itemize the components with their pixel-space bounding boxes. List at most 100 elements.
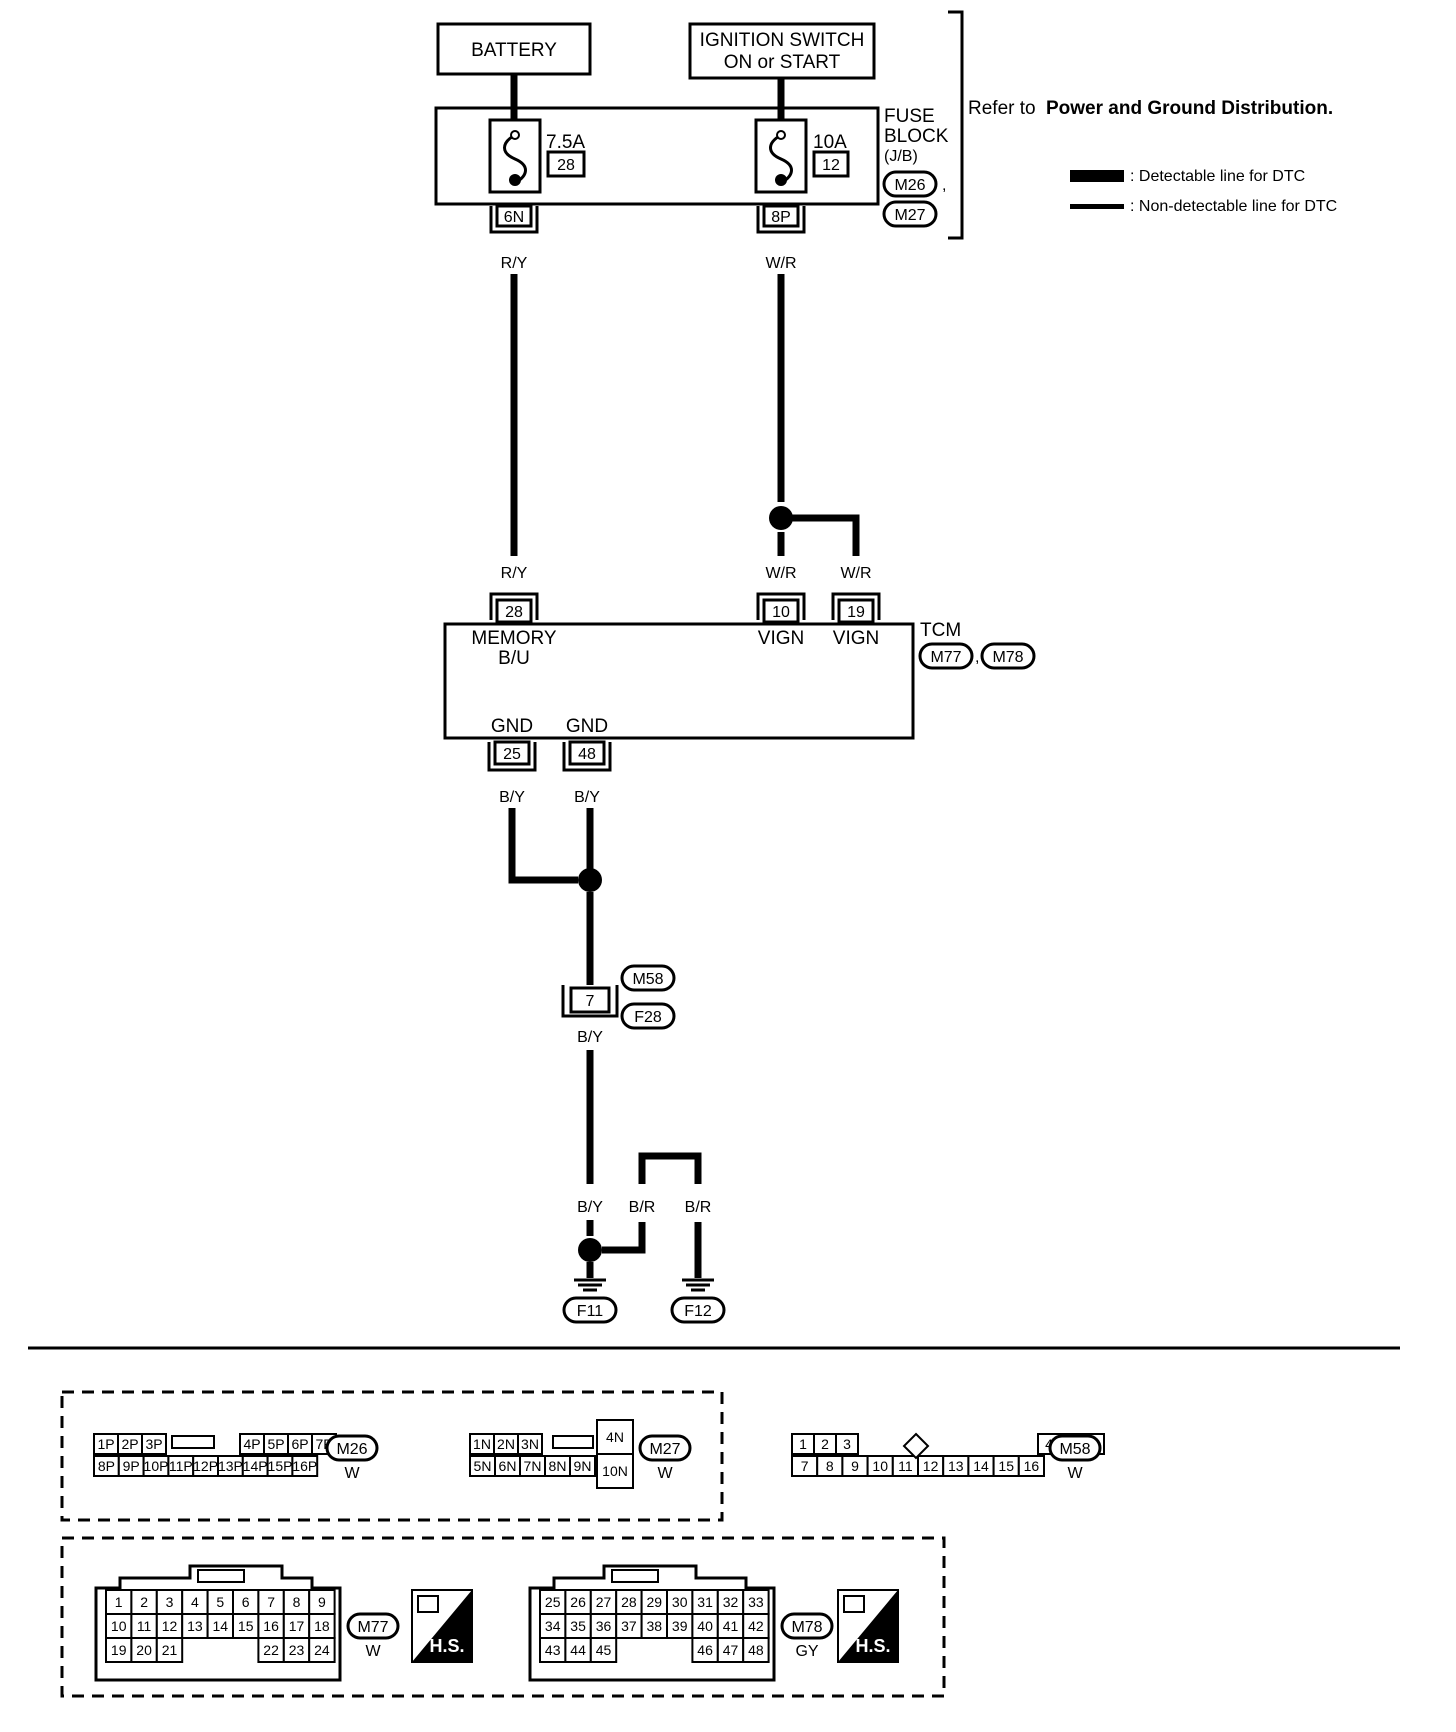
terminal-6n-label: 6N <box>504 209 524 226</box>
m78-pin-34: 34 <box>545 1618 561 1634</box>
tcm-conn-comma: , <box>975 649 979 666</box>
m27-pin-9n: 9N <box>574 1458 592 1474</box>
m77-pin-7: 7 <box>267 1594 275 1610</box>
wire-ry-bottom: R/Y <box>501 565 528 582</box>
m26-pin-5p: 5P <box>267 1436 284 1452</box>
wire-ry-top: R/Y <box>501 255 528 272</box>
m78-pin-37: 37 <box>621 1618 637 1634</box>
legend-non-detectable: : Non-detectable line for DTC <box>1130 198 1337 215</box>
m77-pin-5-cell <box>206 1589 235 1615</box>
m26-pin-6p: 6P <box>291 1436 308 1452</box>
m77-pin-6: 6 <box>242 1594 250 1610</box>
m27-pin-7n: 7N <box>524 1458 542 1474</box>
m27-pin-5n: 5N <box>474 1458 492 1474</box>
m26-pin-15p: 15P <box>268 1458 293 1474</box>
tcm-vign-10: VIGN <box>758 628 804 649</box>
m58-pin-14: 14 <box>973 1458 989 1474</box>
m77-hs-icon: H.S. <box>411 1589 473 1663</box>
m58-pin-13: 13 <box>948 1458 964 1474</box>
m78-pin-48-cell <box>742 1637 770 1663</box>
ignition-label-line1: IGNITION SWITCH <box>700 30 865 51</box>
tcm-conn-m77: M77 <box>930 649 961 666</box>
joint-conn-m58: M58 <box>632 971 663 988</box>
tcm-memory-line1: MEMORY <box>471 628 556 649</box>
m78-pin-26: 26 <box>570 1594 586 1610</box>
m26-pin-8p: 8P <box>98 1458 115 1474</box>
tcm-label: TCM <box>920 620 961 641</box>
ground-f11-label: F11 <box>577 1303 603 1320</box>
m58-pin-15: 15 <box>998 1458 1014 1474</box>
wire-wr-top: W/R <box>765 255 796 272</box>
battery-box: BATTERY <box>436 22 592 76</box>
m58-pin-1: 1 <box>799 1436 807 1452</box>
m27-pin-4n: 4N <box>606 1429 624 1445</box>
wire-br-1: B/R <box>629 1199 656 1216</box>
m78-pin-47-cell <box>716 1637 745 1663</box>
m77-hs-label: H.S. <box>429 1636 464 1656</box>
m26-pin-13p: 13P <box>218 1458 243 1474</box>
m78-pin-42: 42 <box>748 1618 764 1634</box>
m78-pin-45-cell <box>589 1637 618 1663</box>
m27-pin-2n: 2N <box>497 1436 515 1452</box>
m26-id: M26 <box>336 1441 367 1458</box>
m58-pin-8: 8 <box>826 1458 834 1474</box>
wire-by-joint: B/Y <box>577 1029 603 1046</box>
m58-pin-3: 3 <box>843 1436 851 1452</box>
m77-pin-11: 11 <box>137 1618 152 1634</box>
m26-pin-14p: 14P <box>243 1458 268 1474</box>
splice-by <box>578 868 602 892</box>
tcm-pin-10: 10 <box>756 592 806 624</box>
m78-pin-43: 43 <box>545 1642 561 1658</box>
m26-pin-16p-cell <box>291 1455 319 1477</box>
m77-pin-14: 14 <box>213 1618 229 1634</box>
fuse-block-conn-m26: M26 <box>894 177 925 194</box>
fuse2-rating: 10A <box>813 132 847 153</box>
m78-pin-33-cell <box>742 1589 770 1615</box>
legend-detectable: : Detectable line for DTC <box>1130 168 1305 185</box>
wire-by-25: B/Y <box>499 789 525 806</box>
m26-pin-2p: 2P <box>121 1436 138 1452</box>
m27-pin-3n-cell <box>517 1433 543 1455</box>
m77-pin-19-cell <box>105 1637 133 1663</box>
m58-key-diamond <box>902 1432 930 1460</box>
connector-group-tcm <box>60 1536 946 1698</box>
m77-pin-20: 20 <box>136 1642 152 1658</box>
m78-pin-29: 29 <box>647 1594 663 1610</box>
m58-id: M58 <box>1059 1441 1090 1458</box>
m78-pin-33: 33 <box>748 1594 764 1610</box>
joint-conn-f28: F28 <box>634 1009 662 1026</box>
fuse2-number: 12 <box>822 157 840 174</box>
wire-by-ground: B/Y <box>577 1199 603 1216</box>
m77-pin-21: 21 <box>162 1642 178 1658</box>
m78-pin-45: 45 <box>596 1642 612 1658</box>
refer-bold: Power and Ground Distribution. <box>1046 98 1333 119</box>
tcm-pin-10-label: 10 <box>772 604 790 621</box>
m26-pin-3p: 3P <box>145 1436 162 1452</box>
m77-pin-3: 3 <box>166 1594 174 1610</box>
m77-pin-19: 19 <box>111 1642 127 1658</box>
m77-pin-5: 5 <box>216 1594 224 1610</box>
m77-pin-13: 13 <box>187 1618 203 1634</box>
m26-pin-9p: 9P <box>123 1458 140 1474</box>
wire-by-25-line <box>508 808 578 884</box>
m78-pin-37-cell <box>615 1613 643 1639</box>
m77-pin-1: 1 <box>115 1594 123 1610</box>
m77-pin-8-cell <box>282 1589 311 1615</box>
m77-pin-2: 2 <box>140 1594 148 1610</box>
m78-pin-39: 39 <box>672 1618 688 1634</box>
m26-pin-4p: 4P <box>243 1436 260 1452</box>
tcm-pin-48: 48 <box>562 740 612 772</box>
m26-color: W <box>344 1465 360 1482</box>
ground-f12: F12 <box>670 1278 726 1324</box>
m78-pin-31: 31 <box>697 1594 713 1610</box>
tcm-pin-28: 28 <box>489 592 539 624</box>
m77-pin-16: 16 <box>263 1618 279 1634</box>
wire-by-48: B/Y <box>574 789 600 806</box>
m78-pin-41: 41 <box>723 1618 739 1634</box>
m58-pin-9: 9 <box>851 1458 859 1474</box>
ignition-label-line2: ON or START <box>724 52 841 73</box>
